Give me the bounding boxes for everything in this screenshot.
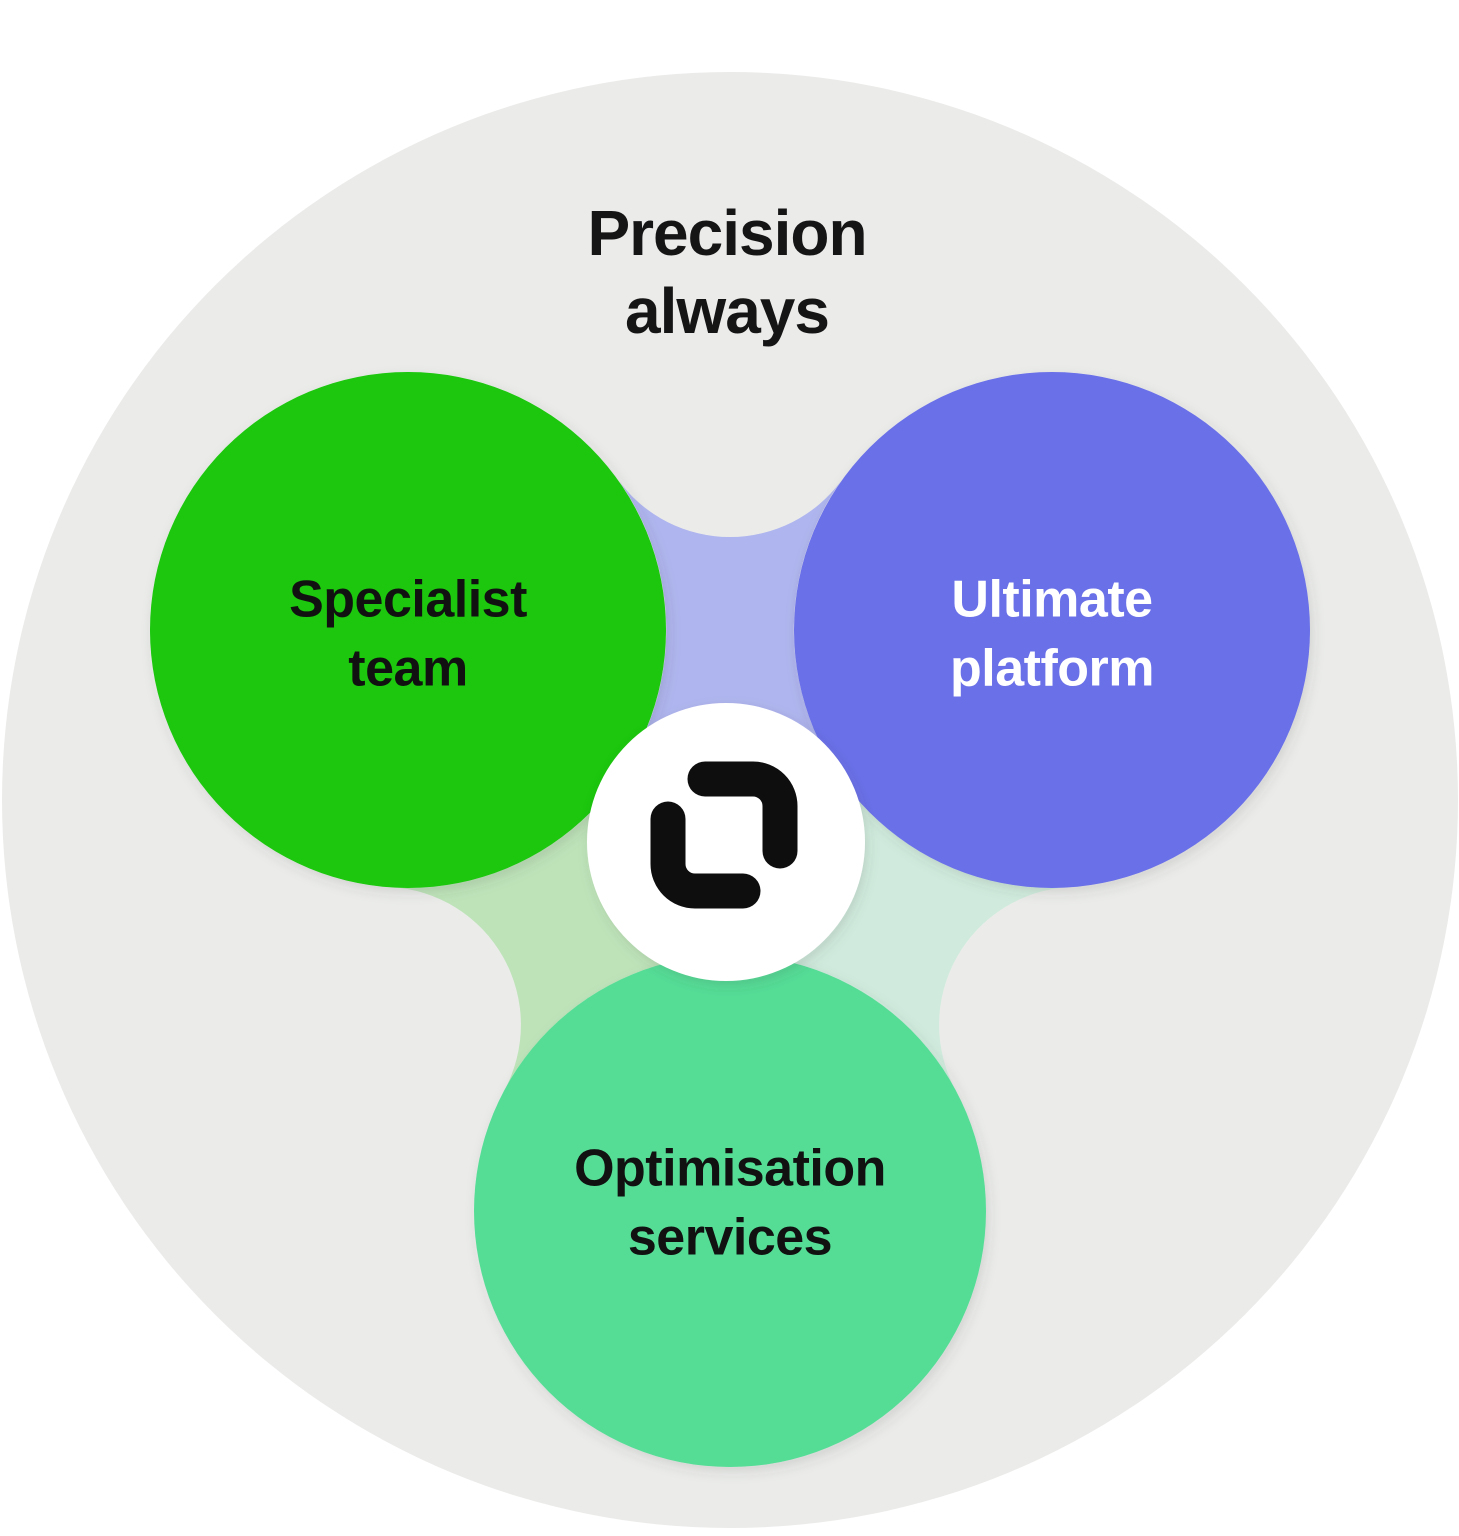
precis-logo-icon — [650, 761, 798, 909]
label-optimisation-services: Optimisation services — [574, 1139, 886, 1266]
connector-team-platform — [619, 481, 841, 773]
connector-platform-services — [727, 771, 1070, 1091]
circle-ultimate-platform — [794, 372, 1310, 888]
logo-top-hook — [687, 761, 798, 869]
circle-optimisation-services — [474, 955, 986, 1467]
circle-specialist-team — [150, 372, 666, 888]
diagram-title: Precision always — [587, 196, 867, 347]
center-circle — [587, 703, 865, 981]
label-specialist-team: Specialist team — [289, 570, 527, 697]
logo-bottom-hook — [650, 801, 761, 909]
label-ultimate-platform: Ultimate platform — [950, 570, 1155, 697]
connector-team-services — [390, 773, 727, 1091]
